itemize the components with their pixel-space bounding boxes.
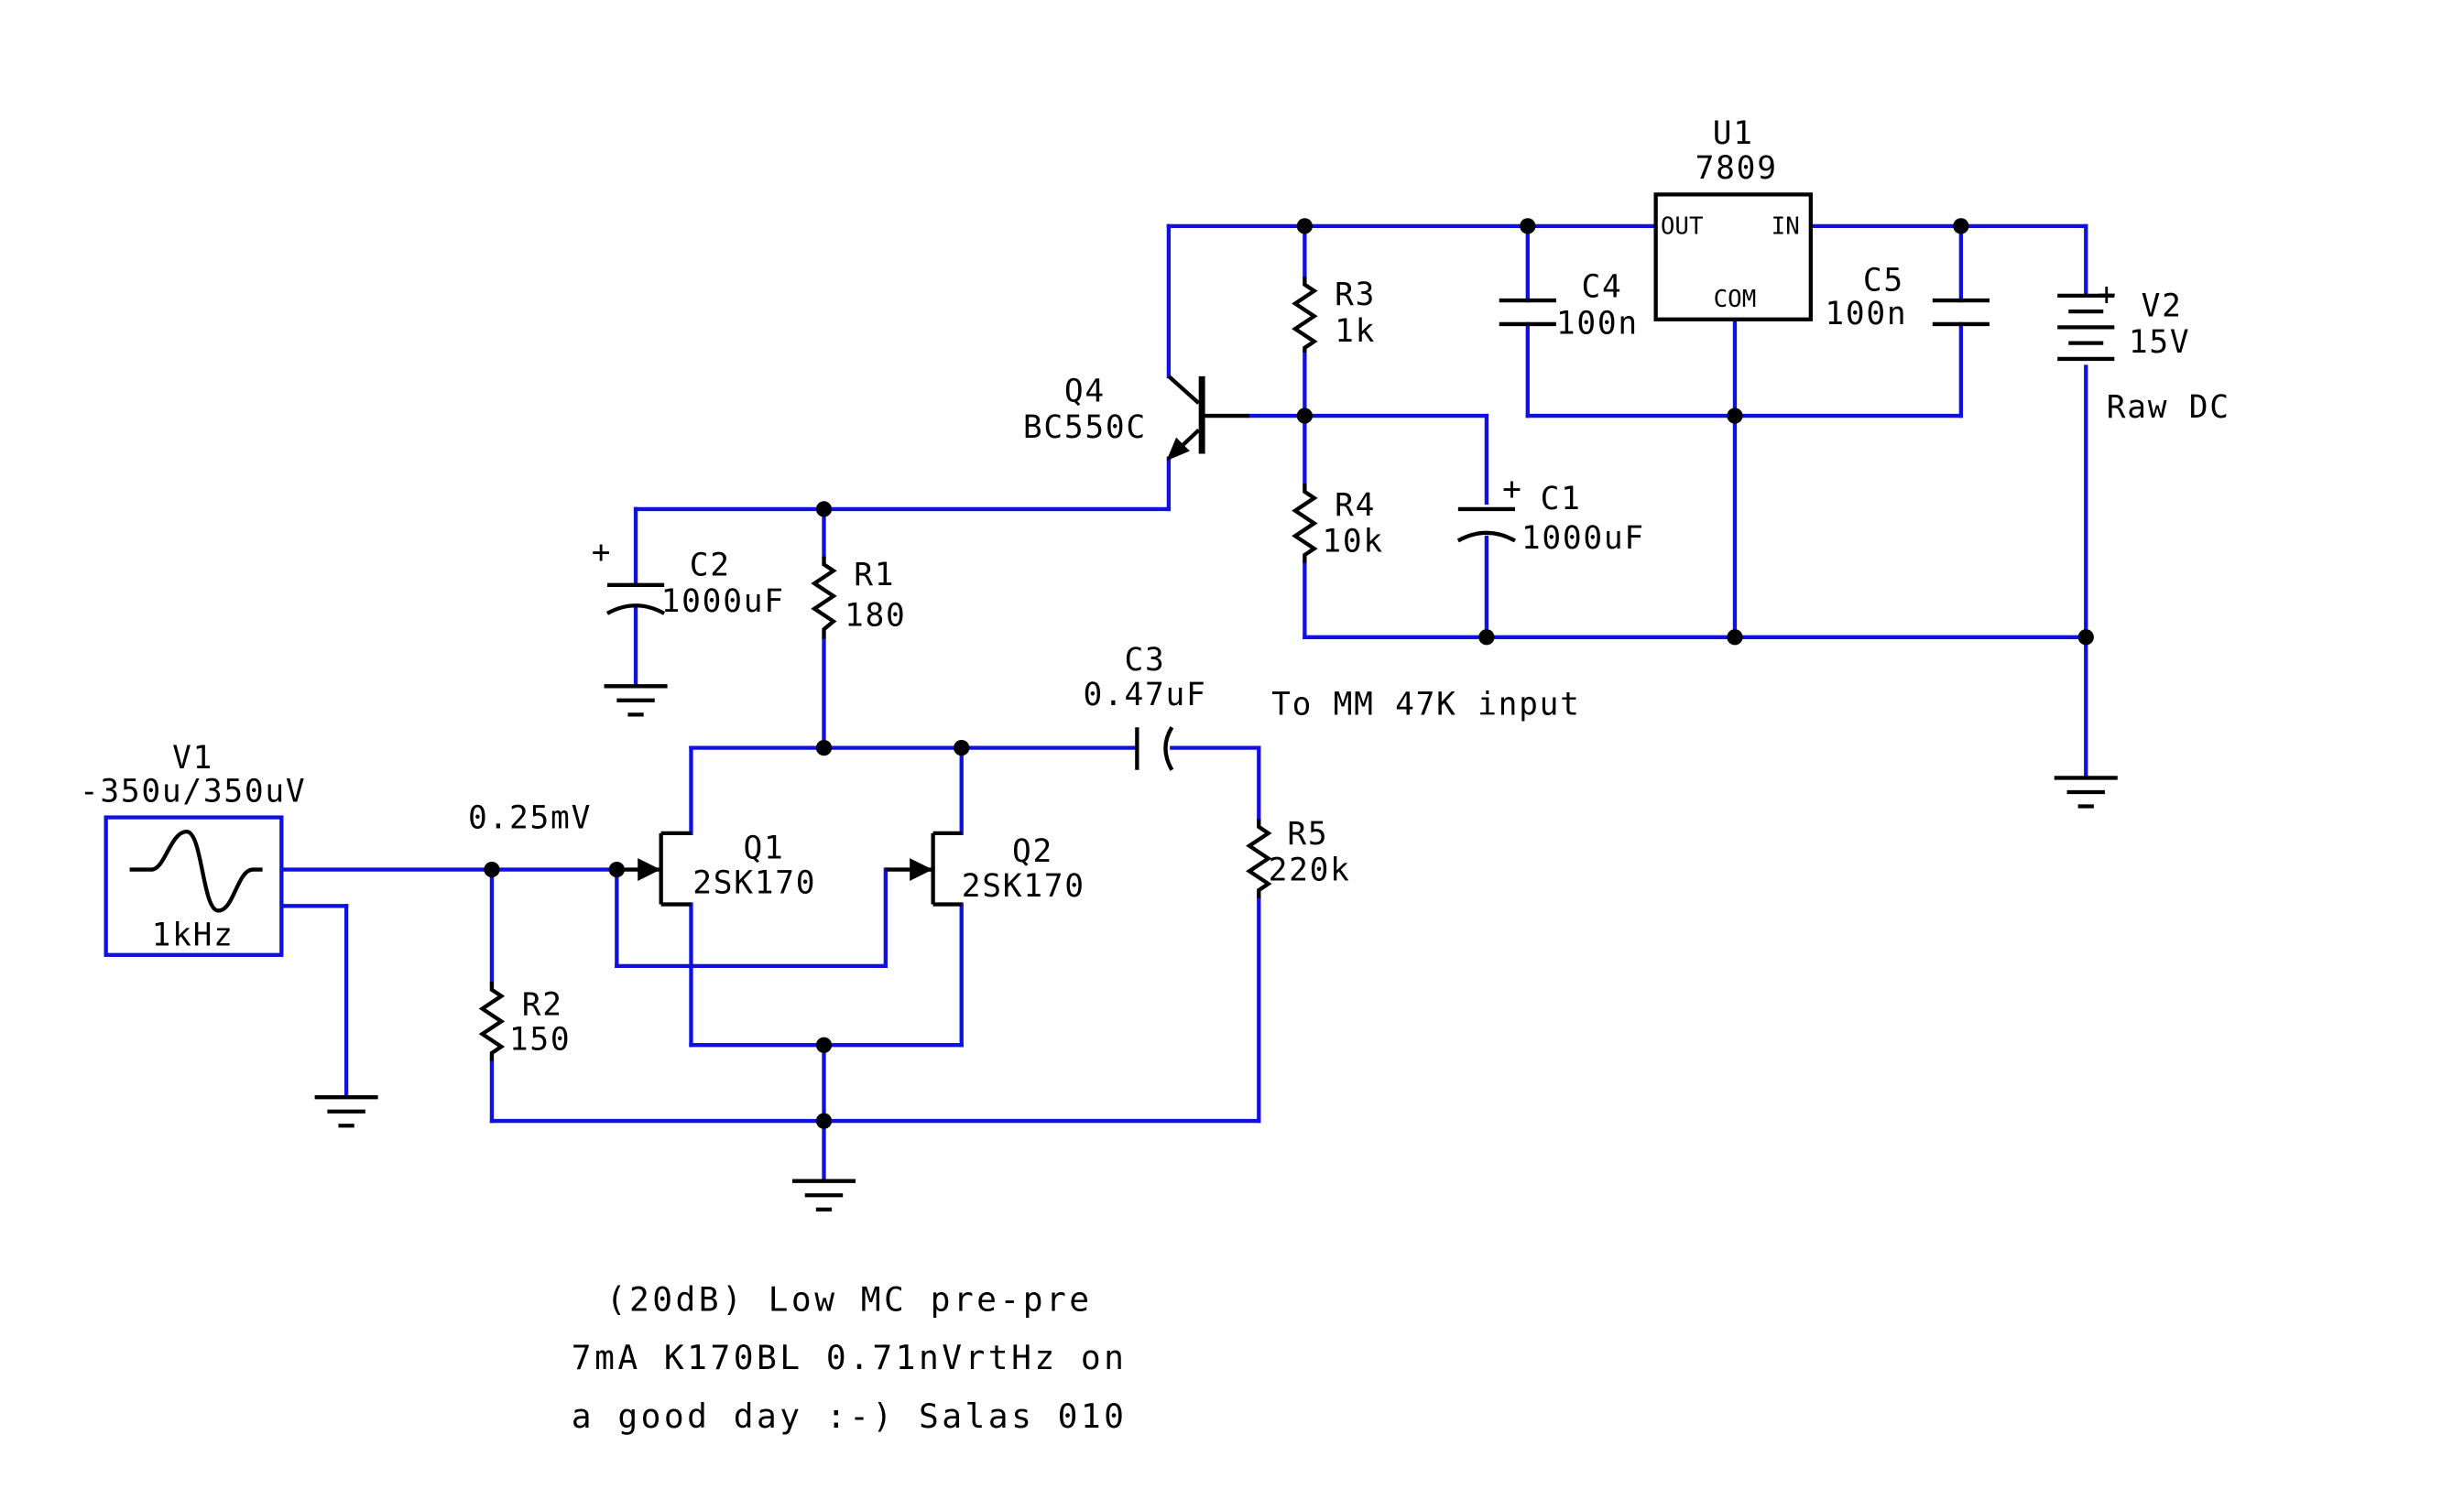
r1-zigzag [811, 556, 837, 639]
r4-ref: R4 [1335, 487, 1376, 524]
q1-part: 2SK170 [692, 864, 816, 901]
sine-wave-icon [129, 829, 263, 913]
r3-zigzag [1292, 277, 1318, 353]
ground-symbol-c2 [604, 684, 668, 717]
ground-symbol-main [791, 1179, 856, 1212]
junction-dot [1296, 218, 1313, 234]
input-level-label: 0.25mV [468, 800, 592, 837]
q2-ref: Q2 [1012, 833, 1053, 870]
ground-symbol-v1 [314, 1095, 378, 1128]
c2-ref: C2 [690, 547, 731, 583]
c1-ref: C1 [1541, 481, 1582, 517]
q4-emitter-arrow-icon [1166, 437, 1190, 462]
q4-collector [1167, 375, 1201, 405]
r2-resistor: R2 150 [478, 982, 572, 1061]
q4-part: BC550C [1023, 409, 1147, 446]
c1-capacitor: + C1 1000uF [1456, 472, 1645, 557]
u1-ref: U1 [1713, 115, 1754, 152]
v2-value: 15V [2129, 324, 2191, 361]
c5-ref: C5 [1863, 263, 1904, 299]
v1-source: 1kHz V1 -350u/350uV [80, 740, 307, 957]
c2-capacitor: + C2 1000uF [592, 535, 785, 621]
caption-line-2: 7mA K170BL 0.71nVrtHz on [572, 1338, 1128, 1377]
r3-resistor: R3 1k [1292, 277, 1376, 353]
q2-part: 2SK170 [962, 868, 1085, 905]
u1-body [1653, 192, 1814, 321]
output-note: To MM 47K input [1271, 686, 1581, 723]
r2-value: 150 [509, 1021, 572, 1058]
c5-value: 100n [1825, 296, 1907, 332]
junction-dot [1953, 218, 1969, 234]
u1-pin-in: IN [1772, 213, 1800, 241]
r5-ref: R5 [1287, 816, 1328, 853]
r5-value: 220k [1269, 853, 1351, 889]
u1-regulator: OUT IN COM U1 7809 [1653, 115, 1814, 321]
c5-capacitor: C5 100n [1825, 263, 1990, 332]
junction-dot [815, 740, 833, 756]
v1-value: -350u/350uV [80, 773, 307, 810]
junction-dot [1478, 629, 1495, 646]
v2-plus: + [2097, 277, 2118, 313]
c3-ref: C3 [1124, 642, 1165, 679]
q4-transistor: Q4 BC550C [1023, 374, 1249, 462]
junction-dot [1727, 629, 1743, 646]
c4-capacitor: C4 100n [1499, 269, 1639, 342]
v1-ref: V1 [172, 740, 213, 777]
c2-plate-bottom [605, 603, 666, 615]
q1-jfet: Q1 2SK170 [619, 830, 816, 907]
c1-plate-bottom [1456, 530, 1517, 543]
c2-plus: + [592, 535, 613, 571]
junction-dot [608, 861, 625, 878]
r3-ref: R3 [1335, 277, 1376, 313]
c3-capacitor: C3 0.47uF [1083, 642, 1206, 771]
v2-battery: + V2 15V Raw DC [2057, 277, 2230, 426]
wires [279, 223, 2088, 1180]
junction-dot [1727, 408, 1743, 424]
caption-line-1: (20dB) Low MC pre-pre [606, 1279, 1093, 1319]
junction-dot [815, 501, 833, 517]
r1-value: 180 [845, 598, 907, 635]
r4-value: 10k [1322, 524, 1384, 560]
c2-value: 1000uF [661, 583, 785, 620]
v1-frequency: 1kHz [152, 917, 234, 953]
r5-zigzag [1246, 819, 1272, 898]
caption-line-3: a good day :-) Salas 010 [572, 1397, 1128, 1436]
junction-dot [954, 740, 970, 756]
junction-dot [1520, 218, 1536, 234]
q4-ref: Q4 [1064, 374, 1106, 410]
c1-plus: + [1502, 472, 1523, 508]
r1-ref: R1 [854, 557, 895, 593]
junction-dot [2077, 629, 2094, 646]
junction-dot [1296, 408, 1313, 424]
r2-ref: R2 [522, 986, 563, 1023]
r4-resistor: R4 10k [1292, 484, 1384, 563]
ground-symbol-v2 [2054, 776, 2118, 809]
u1-pin-com: COM [1714, 286, 1757, 313]
junction-dot [484, 861, 500, 878]
c3-plate-right [1163, 726, 1174, 771]
c4-ref: C4 [1581, 269, 1622, 306]
junction-dot [815, 1037, 833, 1053]
r2-zigzag [478, 982, 506, 1061]
q2-gate-arrow-icon [910, 858, 933, 882]
c3-value: 0.47uF [1083, 677, 1206, 713]
q2-jfet: Q2 2SK170 [885, 831, 1085, 907]
v2-ref: V2 [2142, 288, 2183, 324]
c1-value: 1000uF [1521, 520, 1645, 557]
junctions [484, 218, 2094, 1129]
r5-resistor: R5 220k [1246, 816, 1351, 898]
caption: (20dB) Low MC pre-pre 7mA K170BL 0.71nVr… [572, 1279, 1128, 1436]
junction-dot [815, 1113, 833, 1129]
r4-zigzag [1292, 484, 1318, 563]
u1-pin-out: OUT [1661, 213, 1704, 241]
u1-part: 7809 [1695, 150, 1778, 187]
q1-ref: Q1 [743, 830, 784, 866]
r1-resistor: R1 180 [811, 556, 907, 639]
c4-value: 100n [1556, 305, 1639, 342]
r3-value: 1k [1335, 313, 1376, 350]
v2-note: Raw DC [2107, 389, 2230, 426]
q1-gate-arrow-icon [638, 858, 661, 882]
